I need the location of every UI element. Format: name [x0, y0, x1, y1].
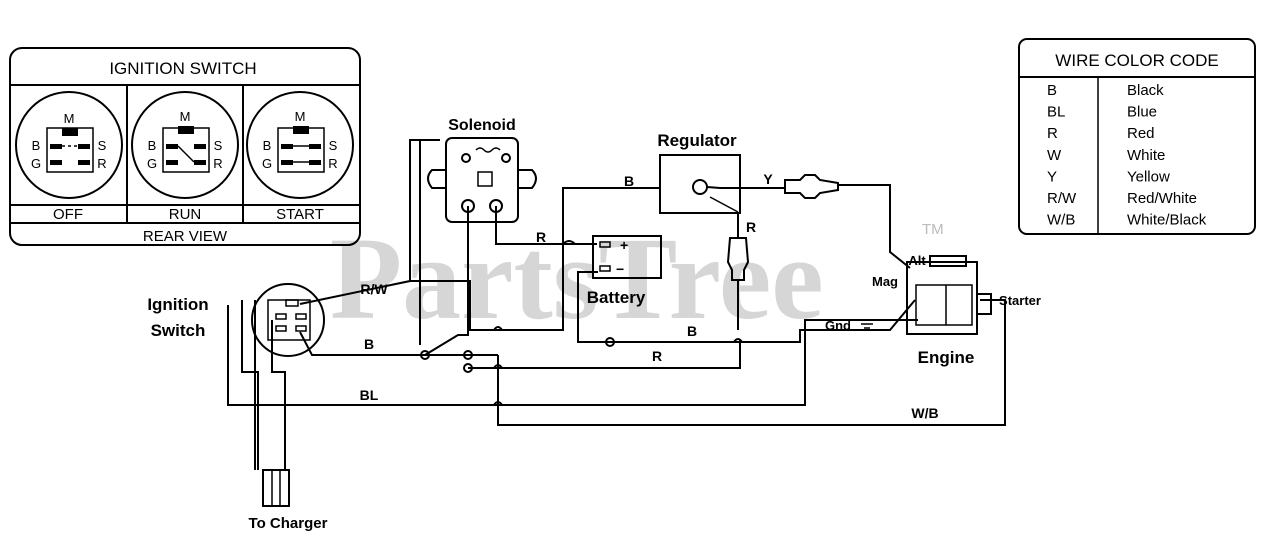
wire-bl — [227, 305, 918, 406]
engine-label: Engine — [918, 348, 975, 367]
ignition-switch-label-line2: Switch — [151, 321, 206, 340]
battery: + − Battery — [587, 235, 662, 307]
switch-face-off: M B S G R — [15, 91, 123, 199]
svg-text:B: B — [263, 138, 272, 153]
connector-y — [784, 174, 839, 199]
watermark-tm: TM — [922, 221, 944, 238]
color-code-abbrev: R/W — [1047, 190, 1077, 207]
svg-text:R: R — [97, 156, 106, 171]
wire-label-r-solenoid: R — [536, 229, 546, 245]
svg-text:R: R — [213, 156, 222, 171]
regulator: Regulator — [657, 131, 741, 214]
wire-label-b-battery: B — [687, 323, 697, 339]
wire-label-r-regulator: R — [746, 219, 756, 235]
legend-title: IGNITION SWITCH — [109, 59, 256, 78]
wire-label-w-b: W/B — [911, 405, 938, 421]
ignition-switch: Ignition Switch — [147, 283, 325, 357]
wire-r-battery — [468, 340, 741, 369]
ignition-switch-label-line1: Ignition — [147, 295, 208, 314]
svg-text:B: B — [32, 138, 41, 153]
color-code-abbrev: R — [1047, 125, 1058, 142]
engine-gnd-label: Gnd — [825, 318, 851, 333]
solenoid-label: Solenoid — [448, 117, 516, 134]
wire-charger-2 — [271, 320, 286, 470]
color-code-abbrev: W — [1047, 147, 1062, 164]
svg-text:−: − — [616, 261, 624, 277]
legend-position-off: OFF — [53, 206, 83, 223]
wire-r-w — [299, 139, 440, 305]
color-code-name: White — [1127, 147, 1165, 164]
color-code-name: Black — [1127, 82, 1164, 99]
wire-b-regulator — [410, 187, 660, 331]
svg-text:R: R — [328, 156, 337, 171]
wire-label-r-w: R/W — [360, 281, 388, 297]
legend-view-label: REAR VIEW — [143, 228, 228, 245]
legend-position-start: START — [276, 206, 324, 223]
engine-alt-label: Alt — [908, 253, 926, 268]
svg-text:M: M — [180, 109, 191, 124]
legend-position-run: RUN — [169, 206, 202, 223]
color-code-abbrev: Y — [1047, 168, 1057, 185]
color-code-name: Red — [1127, 125, 1155, 142]
junction-nodes — [420, 240, 743, 406]
svg-text:S: S — [214, 138, 223, 153]
ground-icon — [858, 319, 876, 329]
wire-label-bl: BL — [360, 387, 379, 403]
switch-face-start: M B S G R — [246, 91, 354, 199]
wire-y-right — [838, 184, 911, 269]
svg-text:M: M — [64, 111, 75, 126]
svg-text:S: S — [329, 138, 338, 153]
color-code-name: Yellow — [1127, 168, 1170, 185]
color-code-abbrev: B — [1047, 82, 1057, 99]
svg-text:B: B — [148, 138, 157, 153]
engine-mag-label: Mag — [872, 274, 898, 289]
connector-r — [726, 237, 750, 281]
legend-frame — [9, 47, 361, 246]
wire-label-b-regulator: B — [624, 173, 634, 189]
svg-text:G: G — [147, 156, 157, 171]
color-code-name: Red/White — [1127, 190, 1197, 207]
svg-text:+: + — [620, 237, 628, 253]
charger-connector: To Charger — [249, 469, 328, 532]
wire-battery-negative — [577, 271, 610, 343]
solenoid: Solenoid — [427, 117, 537, 223]
wire-label-y: Y — [763, 171, 773, 187]
ignition-switch-legend: IGNITION SWITCH OFF RUN START REAR VIEW … — [9, 47, 361, 246]
charger-label: To Charger — [249, 515, 328, 532]
color-code-abbrev: BL — [1047, 104, 1065, 121]
wires — [227, 139, 1006, 470]
svg-text:G: G — [262, 156, 272, 171]
color-code-name: Blue — [1127, 104, 1157, 121]
engine: Alt Mag Starter Gnd Engine — [825, 253, 1041, 367]
svg-text:G: G — [31, 156, 41, 171]
wire-b-solenoid — [424, 206, 469, 356]
color-code-abbrev: W/B — [1047, 212, 1075, 229]
battery-label: Battery — [587, 288, 646, 307]
switch-face-run: M B S G R — [131, 91, 239, 199]
wire-label-r-battery: R — [652, 348, 662, 364]
color-code-title: WIRE COLOR CODE — [1055, 51, 1218, 70]
wire-charger-1 — [241, 300, 259, 470]
svg-text:S: S — [98, 138, 107, 153]
watermark-text: PartsTree — [330, 213, 824, 344]
wire-labels: R/W B BL R B Y R B R W/B — [360, 171, 939, 421]
color-code-name: White/Black — [1127, 212, 1207, 229]
svg-text:M: M — [295, 109, 306, 124]
wire-label-b-ignition: B — [364, 336, 374, 352]
regulator-label: Regulator — [657, 131, 737, 150]
engine-starter-label: Starter — [999, 293, 1041, 308]
